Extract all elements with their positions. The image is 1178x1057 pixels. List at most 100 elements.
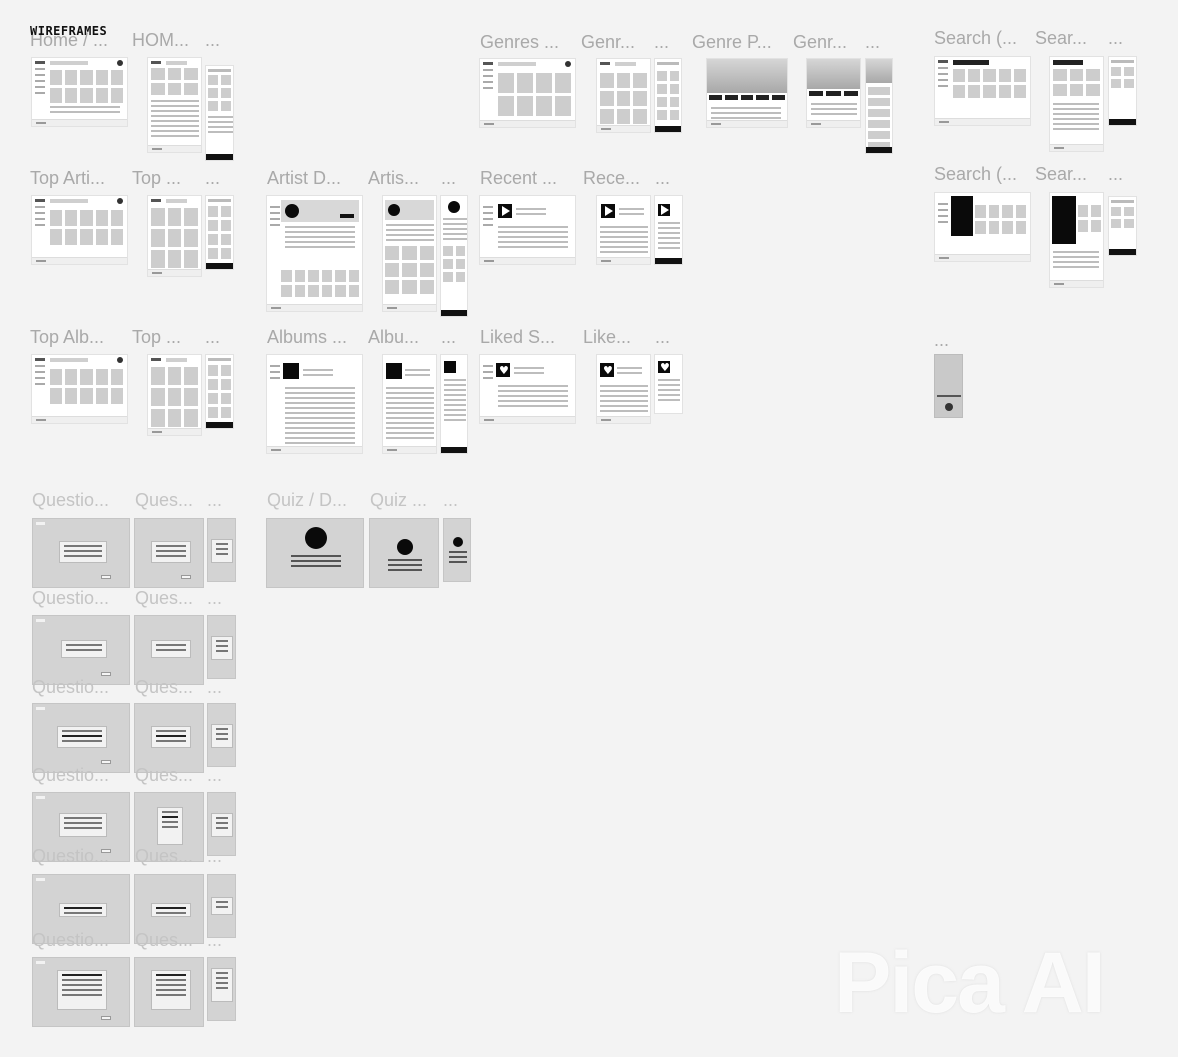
frame-label-question-3-mobile[interactable]: ... [207, 677, 223, 697]
frame-search-mobile[interactable] [1108, 56, 1137, 126]
frame-albums-desktop[interactable] [266, 354, 363, 454]
frame-quiz-mobile[interactable] [443, 518, 471, 582]
frame-artist-detail-mobile[interactable] [440, 195, 468, 317]
frame-artist-detail-tablet[interactable] [382, 195, 437, 312]
frame-liked-songs-desktop[interactable]: ♥ [479, 354, 576, 424]
frame-label-question-2-mobile[interactable]: ... [207, 588, 223, 608]
frame-top-albums-mobile[interactable] [205, 354, 234, 429]
frame-label-recent-mobile[interactable]: ... [655, 168, 671, 188]
frame-label-search-results-mobile[interactable]: ... [1108, 164, 1124, 184]
frame-label-question-6-tablet[interactable]: Ques... [135, 930, 194, 950]
frame-label-question-2[interactable]: Questio... [32, 588, 110, 608]
frame-question-1-mobile[interactable] [207, 518, 236, 582]
frame-liked-songs-tablet[interactable]: ♥ [596, 354, 651, 424]
frame-question-4-mobile[interactable] [207, 792, 236, 856]
frame-label-genre-playlist-mobile[interactable]: ... [865, 32, 881, 52]
frame-label-genres-tablet[interactable]: Genr... [581, 32, 636, 52]
frame-label-search-mobile[interactable]: ... [1108, 28, 1124, 48]
frame-label-home[interactable]: Home / ... [30, 30, 109, 50]
frame-genre-playlist-tablet[interactable] [806, 58, 861, 128]
frame-genres-tablet[interactable] [596, 58, 651, 133]
frame-search-results-desktop[interactable] [934, 192, 1031, 262]
frame-question-2-tablet[interactable] [134, 615, 204, 685]
frame-question-2-desktop[interactable] [32, 615, 130, 685]
frame-label-question-4[interactable]: Questio... [32, 765, 110, 785]
frame-label-quiz-tablet[interactable]: Quiz ... [370, 490, 428, 510]
frame-label-player-mobile[interactable]: ... [934, 330, 950, 350]
frame-label-home-mobile[interactable]: ... [205, 30, 221, 50]
frame-label-liked-songs-mobile[interactable]: ... [655, 327, 671, 347]
frame-label-liked-songs-tablet[interactable]: Like... [583, 327, 632, 347]
frame-top-albums-desktop[interactable] [31, 354, 128, 424]
frame-label-search-tablet[interactable]: Sear... [1035, 28, 1088, 48]
frame-recent-desktop[interactable] [479, 195, 576, 265]
frame-albums-mobile[interactable] [440, 354, 468, 454]
frame-label-top-albums-tablet[interactable]: Top ... [132, 327, 182, 347]
frame-player-mobile[interactable] [934, 354, 963, 418]
frame-label-search[interactable]: Search (... [934, 28, 1018, 48]
frame-label-genres[interactable]: Genres ... [480, 32, 560, 52]
frame-quiz-tablet[interactable] [369, 518, 439, 588]
frame-label-question-6-mobile[interactable]: ... [207, 930, 223, 950]
frame-label-top-artists[interactable]: Top Arti... [30, 168, 106, 188]
frame-label-question-5-tablet[interactable]: Ques... [135, 846, 194, 866]
frame-question-1-desktop[interactable] [32, 518, 130, 588]
frame-top-artists-tablet[interactable] [147, 195, 202, 277]
frame-label-home-tablet[interactable]: HOM... [132, 30, 189, 50]
frame-question-5-desktop[interactable] [32, 874, 130, 944]
frame-liked-songs-mobile[interactable]: ♥ [654, 354, 683, 414]
frame-search-results-mobile[interactable] [1108, 196, 1137, 256]
frame-label-question-5[interactable]: Questio... [32, 846, 110, 866]
frame-label-quiz-mobile[interactable]: ... [443, 490, 459, 510]
frame-label-genres-mobile[interactable]: ... [654, 32, 670, 52]
frame-question-1-tablet[interactable] [134, 518, 204, 588]
frame-search-results-tablet[interactable] [1049, 192, 1104, 288]
frame-recent-tablet[interactable] [596, 195, 651, 265]
frame-label-artist-detail-mobile[interactable]: ... [441, 168, 457, 188]
frame-label-question-6[interactable]: Questio... [32, 930, 110, 950]
frame-label-question-3[interactable]: Questio... [32, 677, 110, 697]
frame-question-3-mobile[interactable] [207, 703, 236, 767]
frame-label-search-results-tablet[interactable]: Sear... [1035, 164, 1088, 184]
frame-question-5-tablet[interactable] [134, 874, 204, 944]
frame-home-desktop[interactable] [31, 57, 128, 127]
frame-recent-mobile[interactable] [654, 195, 683, 265]
frame-quiz-desktop[interactable] [266, 518, 364, 588]
frame-question-3-desktop[interactable] [32, 703, 130, 773]
frame-label-recent-tablet[interactable]: Rece... [583, 168, 641, 188]
frame-label-question-4-mobile[interactable]: ... [207, 765, 223, 785]
frame-label-question-1[interactable]: Questio... [32, 490, 110, 510]
frame-question-4-desktop[interactable] [32, 792, 130, 862]
frame-question-6-desktop[interactable] [32, 957, 130, 1027]
frame-label-albums-tablet[interactable]: Albu... [368, 327, 420, 347]
frame-label-top-albums[interactable]: Top Alb... [30, 327, 105, 347]
frame-top-artists-desktop[interactable] [31, 195, 128, 265]
frame-label-question-2-tablet[interactable]: Ques... [135, 588, 194, 608]
frame-genres-mobile[interactable] [654, 58, 682, 133]
frame-label-genre-playlist[interactable]: Genre P... [692, 32, 772, 52]
frame-question-5-mobile[interactable] [207, 874, 236, 938]
frame-label-artist-detail[interactable]: Artist D... [267, 168, 342, 188]
frame-artist-detail-desktop[interactable] [266, 195, 363, 312]
frame-home-tablet[interactable] [147, 57, 202, 153]
frame-label-albums-mobile[interactable]: ... [441, 327, 457, 347]
frame-question-2-mobile[interactable] [207, 615, 236, 679]
frame-label-genre-playlist-tablet[interactable]: Genr... [793, 32, 848, 52]
frame-label-recent[interactable]: Recent ... [480, 168, 558, 188]
frame-label-artist-detail-tablet[interactable]: Artis... [368, 168, 420, 188]
frame-label-top-artists-tablet[interactable]: Top ... [132, 168, 182, 188]
frame-search-tablet[interactable] [1049, 56, 1104, 152]
frame-label-liked-songs[interactable]: Liked S... [480, 327, 556, 347]
frame-label-question-1-tablet[interactable]: Ques... [135, 490, 194, 510]
frame-top-artists-mobile[interactable] [205, 195, 234, 270]
frame-genres-desktop[interactable] [479, 58, 576, 128]
frame-question-6-tablet[interactable] [134, 957, 204, 1027]
frame-genre-playlist-desktop[interactable] [706, 58, 788, 128]
frame-label-question-5-mobile[interactable]: ... [207, 846, 223, 866]
frame-label-top-artists-mobile[interactable]: ... [205, 168, 221, 188]
frame-genre-playlist-mobile[interactable] [865, 58, 893, 154]
frame-label-question-4-tablet[interactable]: Ques... [135, 765, 194, 785]
frame-albums-tablet[interactable] [382, 354, 437, 454]
frame-label-question-3-tablet[interactable]: Ques... [135, 677, 194, 697]
